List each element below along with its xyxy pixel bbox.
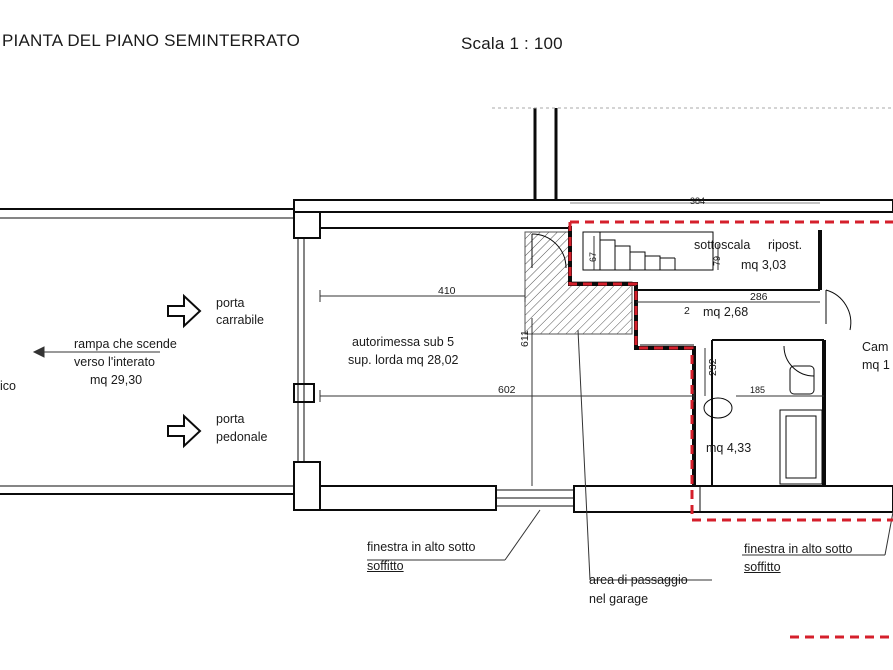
- plan-title: PIANTA DEL PIANO SEMINTERRATO: [2, 31, 301, 50]
- upper-walls: [492, 107, 893, 204]
- arrow-right-icon: [167, 293, 202, 329]
- dim-2: 2: [684, 305, 690, 317]
- dim-410: 410: [438, 285, 456, 297]
- dim-185: 185: [750, 385, 766, 395]
- door-pedonale-line2: pedonale: [216, 430, 268, 444]
- note-passage-line1: area di passaggio: [589, 573, 688, 587]
- room-camera-area: mq 1: [862, 358, 890, 372]
- ramp-label-line2: verso l'interato: [74, 355, 155, 369]
- dim-79: 79: [712, 255, 722, 266]
- ramp-area: [0, 208, 296, 495]
- room-sottoscala: sottoscala: [694, 238, 751, 252]
- note-window-left-line1: finestra in alto sotto: [367, 540, 476, 554]
- dim-602: 602: [498, 384, 516, 396]
- dim-286: 286: [750, 291, 768, 303]
- dim-611: 611: [519, 330, 531, 347]
- scale-label: Scala 1 : 100: [461, 34, 563, 53]
- dim-232: 232: [707, 358, 719, 376]
- leader-lines: [367, 329, 893, 581]
- garage-name: autorimessa sub 5: [352, 335, 455, 349]
- dim-67: 67: [588, 251, 598, 262]
- door-carrabile-line1: porta: [216, 296, 245, 310]
- ramp-area: mq 29,30: [90, 373, 143, 387]
- room-ripost-area: mq 3,03: [741, 258, 787, 272]
- stairs: [582, 231, 714, 271]
- note-window-right-line2: soffitto: [744, 560, 781, 574]
- dim-384: 384: [690, 196, 706, 206]
- room-corridor-area: mq 2,68: [703, 305, 749, 319]
- room-ripost: ripost.: [768, 238, 803, 252]
- room-bath-area: mq 4,33: [706, 441, 752, 455]
- note-window-right-line1: finestra in alto sotto: [744, 542, 853, 556]
- door-swings: [531, 233, 852, 377]
- garage-walls: [293, 199, 893, 513]
- note-passage-line2: nel garage: [589, 592, 649, 606]
- garage-area: sup. lorda mq 28,02: [348, 353, 459, 367]
- door-carrabile-line2: carrabile: [216, 313, 264, 327]
- dimension-lines: [319, 202, 824, 486]
- room-camera-label: Cam: [862, 340, 889, 354]
- arrow-left-icon: [32, 346, 160, 358]
- ramp-label-line1: rampa che scende: [74, 337, 177, 351]
- note-window-left-line2: soffitto: [367, 559, 404, 573]
- door-pedonale-line1: porta: [216, 412, 245, 426]
- arrow-right-icon: [167, 413, 202, 449]
- ramp-fragment: ico: [0, 379, 16, 393]
- property-boundary: [568, 220, 893, 639]
- bath-fixtures: [703, 365, 823, 485]
